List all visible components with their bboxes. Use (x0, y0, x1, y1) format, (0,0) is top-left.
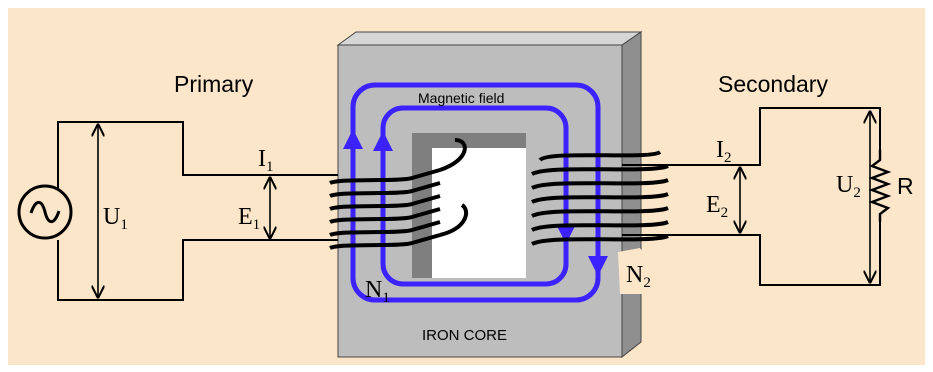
secondary-label: Secondary (718, 71, 828, 97)
n2-label-patch (618, 248, 650, 294)
primary-label: Primary (174, 71, 254, 97)
secondary-winding (531, 150, 669, 246)
u1-label: U1 (103, 204, 128, 233)
primary-wire-top (57, 121, 338, 188)
core-window-inner (432, 148, 526, 278)
u2-label: U2 (836, 172, 861, 201)
e1-label: E1 (238, 204, 260, 233)
primary-circuit (57, 121, 338, 301)
secondary-circuit (622, 107, 881, 286)
n1-label: N1 (365, 277, 390, 306)
primary-winding (329, 138, 468, 250)
n2-label: N2 (626, 262, 651, 291)
i1-label: I1 (258, 146, 274, 175)
primary-wire-bottom (57, 239, 338, 301)
secondary-wire-top (622, 107, 881, 166)
secondary-wire-bottom (622, 222, 881, 286)
ac-source-icon (17, 184, 73, 240)
e2-label: E2 (706, 192, 728, 221)
magnetic-field-label: Magnetic field (418, 90, 504, 106)
core-side-face (621, 31, 642, 359)
core-top-face (336, 31, 643, 46)
i2-label: I2 (716, 137, 732, 166)
resistor-label: R (897, 173, 914, 199)
iron-core-label: IRON CORE (422, 327, 507, 344)
